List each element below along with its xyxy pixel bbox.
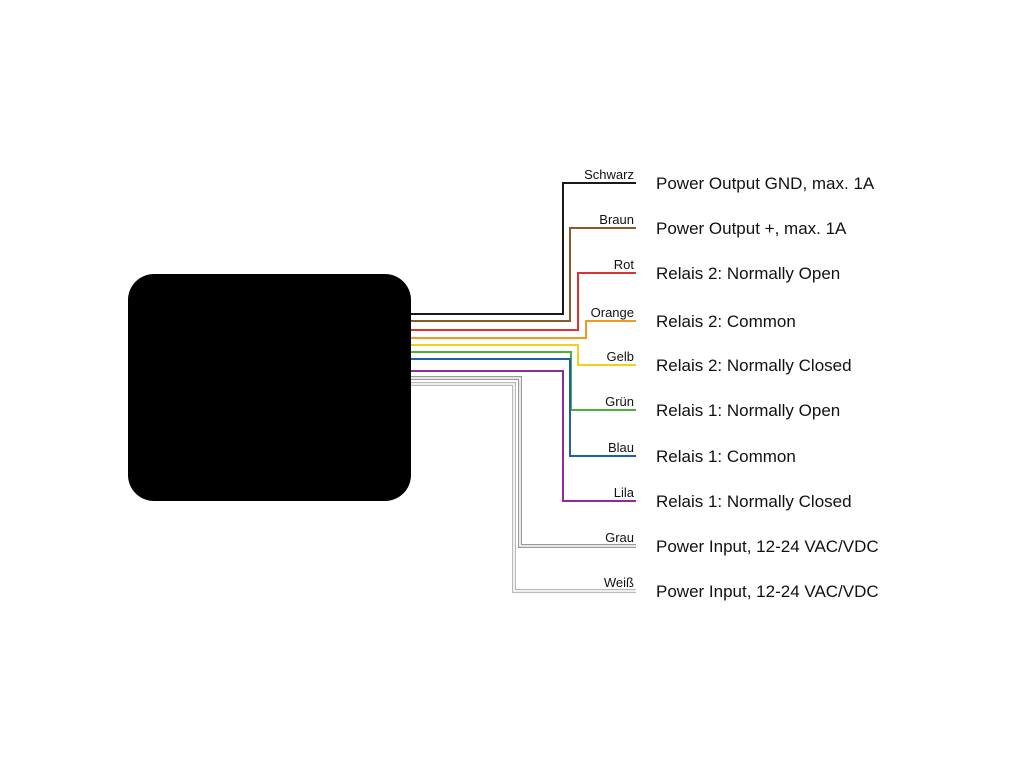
wire-line-core [411,377,636,547]
wire-line-outline [411,376,636,548]
wire-line [411,370,636,502]
wire-color-label: Grün [605,394,634,409]
wire-color-label: Schwarz [584,167,634,182]
wire-function-label: Power Output GND, max. 1A [656,174,875,193]
wire-9: Weiß Power Input, 12-24 VAC/VDC [411,382,879,601]
wire-function-label: Relais 1: Normally Closed [656,492,852,511]
wire-function-label: Relais 2: Common [656,312,796,331]
wire-1: Braun Power Output +, max. 1A [411,212,847,322]
wire-function-label: Relais 1: Normally Open [656,401,840,420]
wire-line [411,358,636,457]
wire-function-label: Power Input, 12-24 VAC/VDC [656,582,879,601]
device-body [128,274,411,501]
wire-color-label: Gelb [607,349,634,364]
wire-0: Schwarz Power Output GND, max. 1A [411,167,875,315]
wire-line [411,227,636,322]
wire-line-outline [411,382,636,593]
wire-function-label: Power Output +, max. 1A [656,219,847,238]
wire-function-label: Relais 2: Normally Open [656,264,840,283]
wire-color-label: Weiß [604,575,634,590]
wire-line-core [411,383,636,592]
wire-color-label: Braun [599,212,634,227]
wire-line [411,344,636,366]
wire-3: Orange Relais 2: Common [411,305,796,339]
wire-4: Gelb Relais 2: Normally Closed [411,344,852,375]
wire-color-label: Rot [614,257,635,272]
wire-function-label: Power Input, 12-24 VAC/VDC [656,537,879,556]
wire-line [411,272,636,331]
wire-color-label: Grau [605,530,634,545]
wire-color-label: Blau [608,440,634,455]
wire-2: Rot Relais 2: Normally Open [411,257,840,331]
wire-line [411,320,636,339]
wire-6: Blau Relais 1: Common [411,358,796,466]
wire-line [411,351,636,411]
wire-8: Grau Power Input, 12-24 VAC/VDC [411,376,879,556]
wire-line [411,182,636,315]
wire-color-label: Orange [591,305,634,320]
wire-function-label: Relais 1: Common [656,447,796,466]
wire-function-label: Relais 2: Normally Closed [656,356,852,375]
wire-7: Lila Relais 1: Normally Closed [411,370,852,511]
wire-color-label: Lila [614,485,635,500]
